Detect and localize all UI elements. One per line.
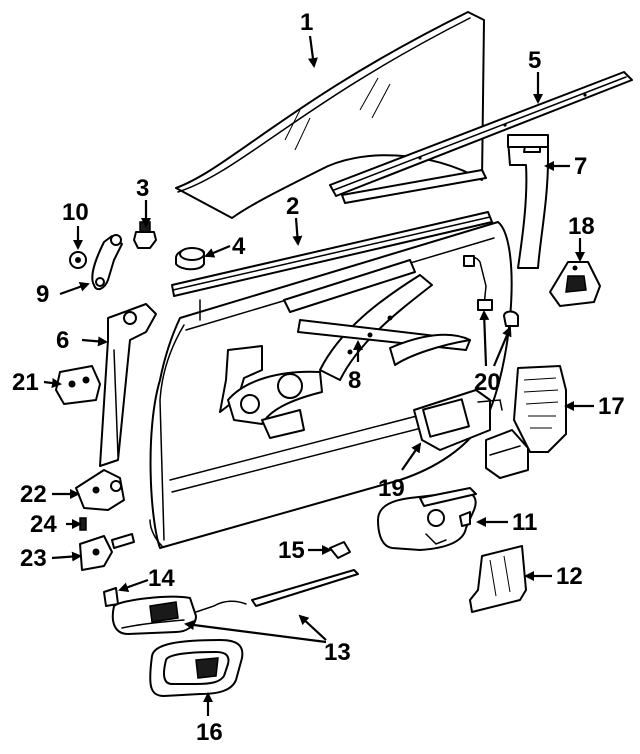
inner-sash-channel bbox=[341, 169, 487, 204]
callout-1: 1 bbox=[300, 9, 313, 36]
callout-12: 12 bbox=[556, 563, 583, 590]
control-rods bbox=[195, 569, 359, 613]
callout-24: 24 bbox=[30, 511, 57, 538]
callout-2: 2 bbox=[286, 193, 299, 220]
callout-3: 3 bbox=[136, 175, 149, 202]
handle-shield bbox=[469, 545, 527, 613]
callout-9: 9 bbox=[36, 281, 49, 308]
callout-10: 10 bbox=[62, 199, 89, 226]
callout-16: 16 bbox=[196, 719, 223, 746]
hinge-21 bbox=[55, 365, 101, 405]
pin bbox=[79, 517, 87, 531]
callout-5: 5 bbox=[528, 47, 541, 74]
callout-15: 15 bbox=[278, 537, 305, 564]
callout-4: 4 bbox=[232, 233, 246, 260]
callout-11: 11 bbox=[512, 509, 537, 536]
lock-rod bbox=[463, 255, 519, 327]
callout-23: 23 bbox=[20, 545, 47, 572]
door-glass bbox=[175, 11, 485, 219]
hinge-23 bbox=[79, 533, 135, 571]
leader-lines bbox=[43, 35, 594, 716]
hinge-22 bbox=[75, 469, 125, 511]
rod-clip bbox=[329, 541, 351, 559]
belt-strip bbox=[171, 211, 493, 297]
callout-7: 7 bbox=[574, 153, 587, 180]
nut bbox=[69, 251, 87, 269]
callout-labels: 1 2 3 4 5 7 6 8 9 10 11 12 13 14 15 16 1… bbox=[12, 9, 625, 746]
callout-17: 17 bbox=[598, 393, 625, 420]
bumper bbox=[175, 247, 205, 271]
door-lock bbox=[485, 365, 567, 479]
window-regulator bbox=[219, 259, 471, 439]
check-link bbox=[91, 234, 123, 291]
rear-run-channel bbox=[507, 134, 549, 269]
callout-14: 14 bbox=[148, 565, 175, 592]
inside-handle-housing bbox=[111, 595, 197, 635]
callout-13: 13 bbox=[324, 639, 351, 666]
inside-handle bbox=[149, 639, 244, 697]
striker bbox=[549, 261, 601, 307]
lock-motor bbox=[413, 389, 503, 451]
callout-18: 18 bbox=[568, 213, 595, 240]
upper-hinge bbox=[99, 303, 157, 467]
callout-20: 20 bbox=[474, 369, 501, 396]
callout-21: 21 bbox=[12, 369, 39, 396]
upper-channel bbox=[329, 71, 633, 197]
bezel bbox=[103, 587, 119, 607]
callout-22: 22 bbox=[20, 481, 47, 508]
callout-19: 19 bbox=[378, 475, 405, 502]
callout-6: 6 bbox=[56, 327, 69, 354]
callout-8: 8 bbox=[348, 367, 361, 394]
outside-handle bbox=[377, 487, 477, 551]
